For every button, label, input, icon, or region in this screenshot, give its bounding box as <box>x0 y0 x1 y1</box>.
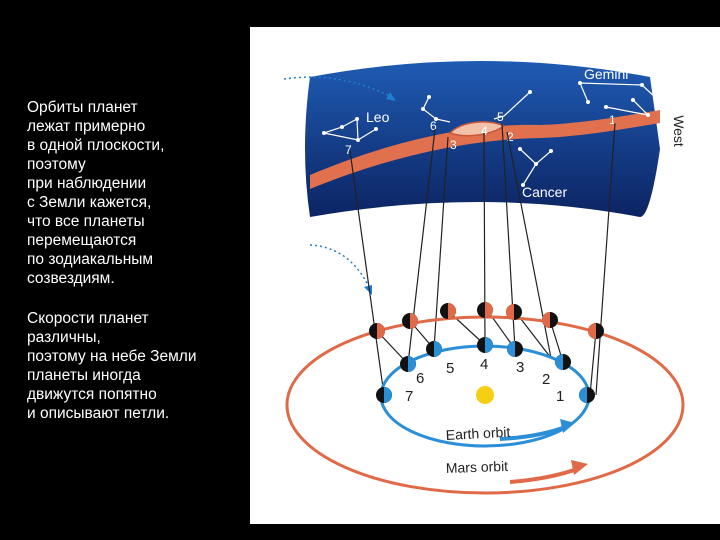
sky-number-7: 7 <box>345 143 352 157</box>
dotted-arrows <box>283 76 393 290</box>
label-earth-orbit: Earth orbit <box>445 424 510 443</box>
mars-orbit-arrow <box>509 466 581 484</box>
explanation-text: Орбиты планет лежат примерно в одной пло… <box>27 98 242 444</box>
label-west: West <box>671 115 687 147</box>
label-gemini: Gemini <box>584 66 628 82</box>
earth-number-2: 2 <box>542 371 550 388</box>
mars-positions <box>369 302 604 339</box>
sky-number-3: 3 <box>450 138 457 152</box>
label-east: East <box>285 133 301 161</box>
paragraph-orbits-plane: Орбиты планет лежат примерно в одной пло… <box>27 99 165 287</box>
earth-number-1: 1 <box>556 388 564 405</box>
earth-number-5: 5 <box>446 360 454 377</box>
sight-lines <box>349 122 616 396</box>
earth-number-6: 6 <box>416 370 424 387</box>
sun <box>476 386 494 404</box>
sky-number-5: 5 <box>497 110 504 124</box>
constellation-stars <box>322 81 658 187</box>
label-cancer: Cancer <box>522 184 567 200</box>
earth-number-7: 7 <box>405 388 413 405</box>
earth-number-4: 4 <box>480 356 488 373</box>
sky-number-2: 2 <box>507 130 514 144</box>
label-leo: Leo <box>366 109 390 125</box>
ecliptic-band <box>310 110 660 189</box>
earth-position-numbers: 1 2 3 4 5 6 7 <box>405 356 564 405</box>
earth-positions <box>376 337 595 403</box>
earth-orbit-arrowhead <box>560 419 575 433</box>
sky-number-1: 1 <box>609 113 616 127</box>
arrowhead-orbit <box>364 285 372 295</box>
retrograde-motion-figure: Gemini Leo Cancer East West 1 2 3 4 5 6 … <box>250 27 720 524</box>
sky-number-6: 6 <box>430 119 437 133</box>
earth-number-3: 3 <box>516 359 524 376</box>
sky-number-4: 4 <box>481 124 488 138</box>
arrowhead-sky <box>386 92 396 101</box>
mars-orbit-arrowhead <box>571 460 588 475</box>
paragraph-retrograde-loops: Скорости планет различны, поэтому на неб… <box>27 310 197 422</box>
sky-position-numbers: 1 2 3 4 5 6 7 <box>345 110 616 157</box>
label-mars-orbit: Mars orbit <box>446 458 509 476</box>
retrograde-loop <box>448 121 506 137</box>
